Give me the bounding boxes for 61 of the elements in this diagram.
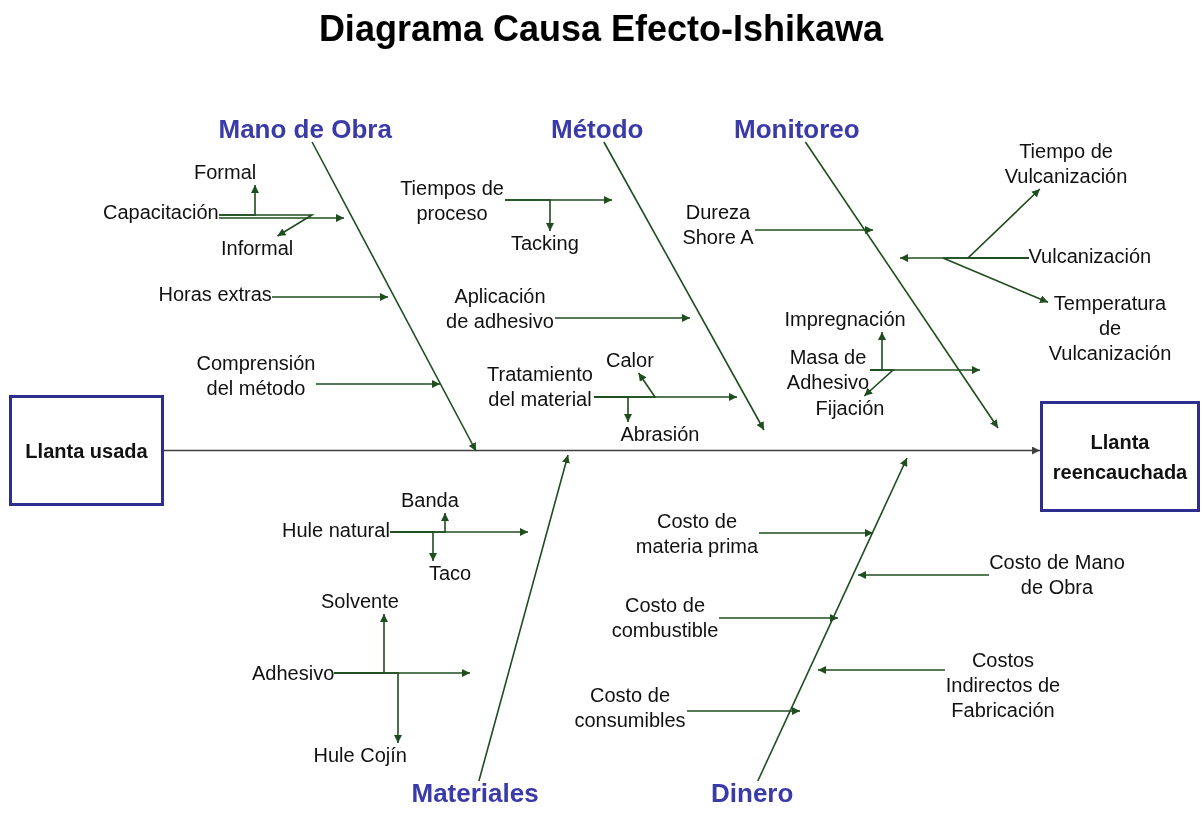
arrow — [857, 571, 990, 579]
bone-arrow — [478, 454, 570, 782]
arrow — [686, 707, 801, 715]
cause-label: Costo de materia prima — [635, 509, 759, 559]
arrow — [942, 257, 1049, 304]
arrow — [718, 614, 839, 622]
cause-label: Abrasión — [620, 422, 700, 447]
arrow — [315, 380, 441, 388]
cause-label: Hule natural — [282, 518, 390, 543]
cause-label: Tiempo de Vulcanización — [1004, 139, 1128, 189]
cause-label: Costo de Mano de Obra — [988, 550, 1126, 600]
arrow — [504, 199, 554, 232]
arrow — [966, 188, 1041, 259]
arrow — [758, 529, 874, 537]
cause-label: Costos Indirectos de Fabricación — [945, 648, 1061, 723]
category-label: Monitoreo — [734, 117, 860, 142]
category-label: Materiales — [411, 781, 539, 806]
cause-label: Costo de consumibles — [573, 683, 687, 733]
arrow — [218, 214, 315, 237]
cause-label: Calor — [606, 348, 654, 373]
bone-arrow — [603, 141, 765, 431]
arrow — [863, 369, 896, 397]
cause-label: Adhesivo — [252, 661, 335, 686]
arrow — [817, 666, 946, 674]
cause-label: Hule Cojín — [313, 743, 407, 768]
cause-label: Impregnación — [784, 307, 906, 332]
arrow — [593, 396, 632, 423]
cause-label: Tiempos de proceso — [399, 176, 505, 226]
cause-label: Vulcanización — [1028, 244, 1152, 269]
bone-arrow — [757, 457, 908, 782]
category-label: Dinero — [711, 781, 794, 806]
product-box: Llanta reencauchada — [1040, 401, 1200, 512]
cause-label: Formal — [194, 160, 257, 185]
diagram-title: Diagrama Causa Efecto-Ishikawa — [317, 8, 885, 50]
cause-label: Fijación — [815, 396, 885, 421]
cause-label: Dureza Shore A — [681, 200, 755, 250]
cause-label: Aplicación de adhesivo — [445, 284, 555, 334]
cause-label: Comprensión del método — [196, 351, 316, 401]
cause-label: Masa de Adhesivo — [786, 345, 870, 395]
cause-label: Taco — [429, 561, 472, 586]
arrow — [333, 672, 402, 744]
cause-label: Capacitación — [103, 200, 219, 225]
category-label: Mano de Obra — [218, 117, 392, 142]
arrow — [218, 214, 345, 222]
cause-label: Informal — [221, 236, 294, 261]
cause-label: Tratamiento del material — [486, 362, 594, 412]
cause-label: Costo de combustible — [611, 593, 719, 643]
bone-arrow — [804, 141, 999, 429]
cause-label: Solvente — [321, 589, 399, 614]
spine-arrow — [163, 446, 1041, 455]
cause-label: Temperatura de Vulcanización — [1048, 291, 1172, 366]
cause-label: Tacking — [511, 231, 579, 256]
arrow — [271, 293, 389, 301]
cause-label: Horas extras — [158, 282, 272, 307]
arrow — [389, 531, 437, 562]
arrow — [754, 226, 874, 234]
cause-label: Banda — [401, 488, 459, 513]
bone-arrow — [311, 141, 477, 452]
category-label: Método — [551, 117, 644, 142]
arrow — [554, 314, 691, 322]
product-box: Llanta usada — [9, 395, 164, 506]
